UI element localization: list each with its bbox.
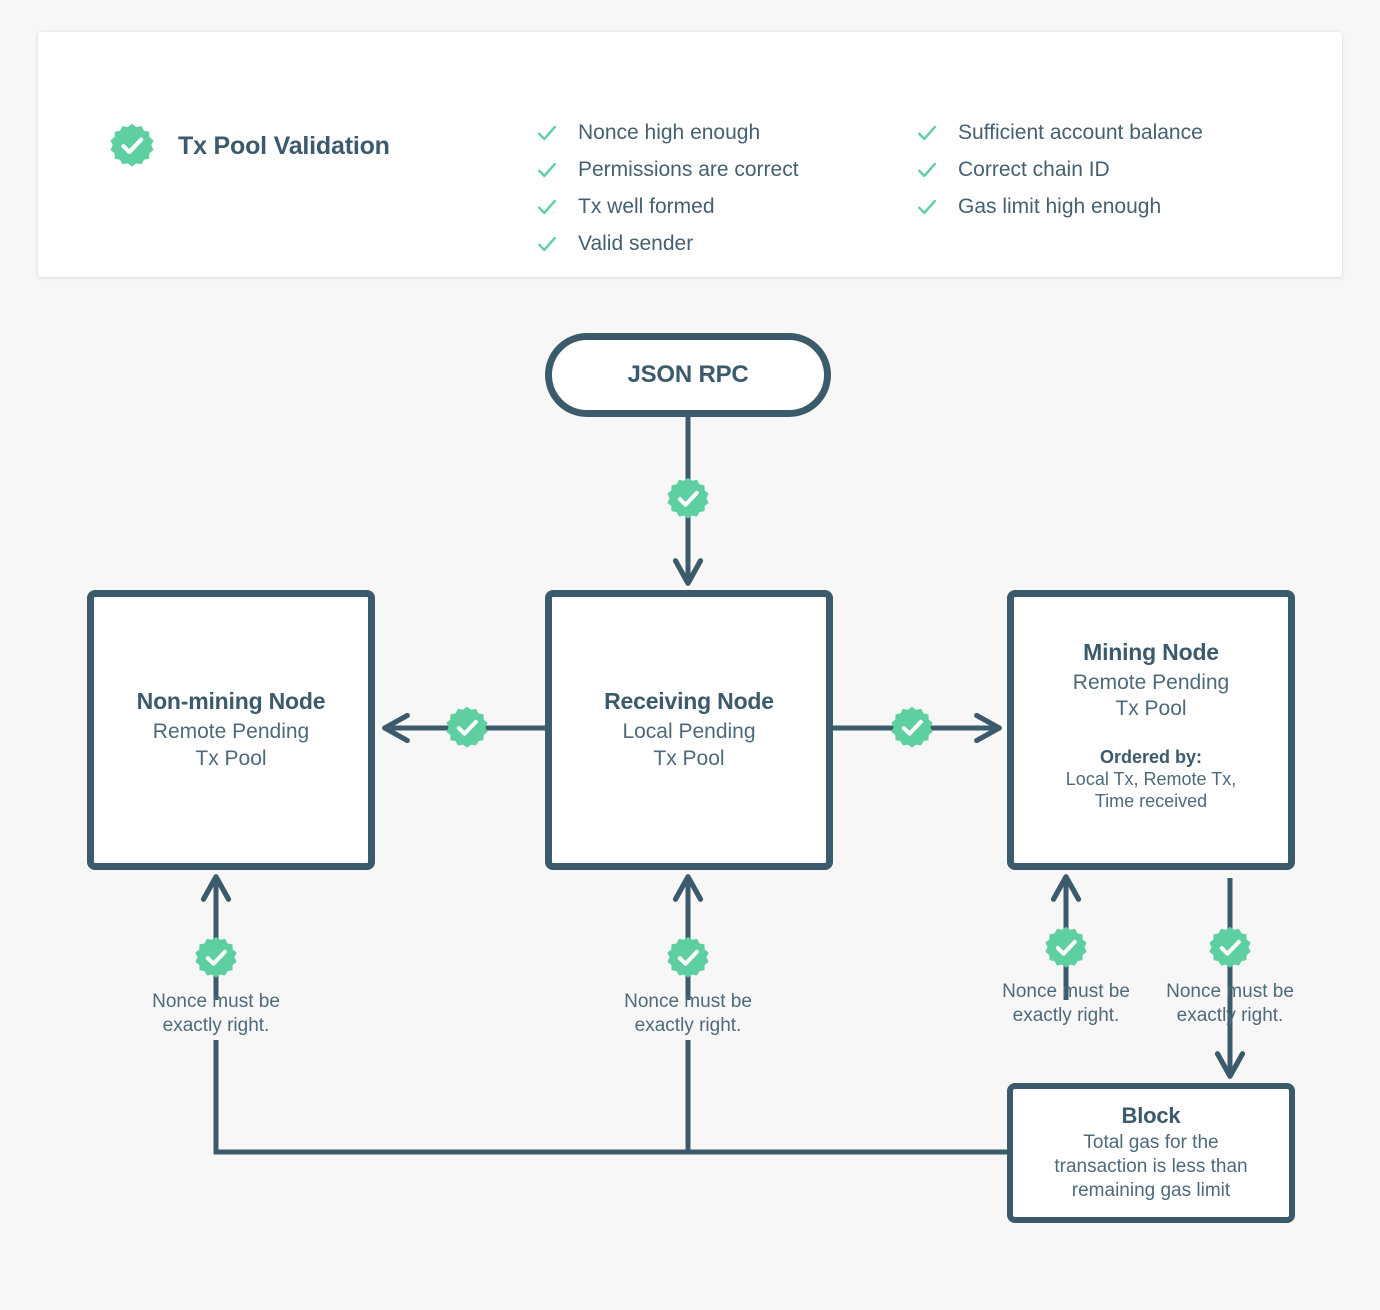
list-item: Sufficient account balance (916, 120, 1203, 146)
check-label: Sufficient account balance (958, 121, 1203, 144)
check-badge-icon (444, 705, 490, 751)
node-subtitle: Remote Pending Tx Pool (1072, 671, 1230, 721)
node-ordered-value: Local Tx, Remote Tx, Time received (1065, 768, 1237, 812)
note-nonce-receiving: Nonce must be exactly right. (624, 991, 752, 1037)
check-icon (916, 196, 938, 218)
check-label: Gas limit high enough (958, 195, 1162, 218)
check-label: Nonce high enough (578, 121, 761, 144)
check-badge-icon (665, 476, 711, 522)
validation-title-group: Tx Pool Validation (108, 122, 390, 170)
node-title: JSON RPC (627, 361, 749, 388)
check-label: Correct chain ID (958, 158, 1110, 181)
tx-pool-validation-card: Tx Pool Validation Nonce high enough Per… (38, 32, 1342, 277)
node-receiving[interactable]: Receiving Node Local Pending Tx Pool (545, 590, 833, 870)
node-title: Mining Node (1083, 639, 1219, 665)
list-item: Valid sender (536, 231, 799, 257)
list-item: Permissions are correct (536, 157, 799, 183)
check-icon (536, 159, 558, 181)
node-subtitle: Local Pending Tx Pool (622, 720, 756, 770)
list-item: Tx well formed (536, 194, 799, 220)
list-item: Gas limit high enough (916, 194, 1203, 220)
check-icon (536, 233, 558, 255)
node-json-rpc[interactable]: JSON RPC (545, 333, 831, 417)
check-icon (916, 122, 938, 144)
node-title: Non-mining Node (136, 688, 326, 715)
node-subtitle: Total gas for the transaction is less th… (1054, 1132, 1248, 1201)
validation-checks-right: Sufficient account balance Correct chain… (916, 120, 1203, 220)
validation-checks-left: Nonce high enough Permissions are correc… (536, 120, 799, 257)
list-item: Correct chain ID (916, 157, 1203, 183)
node-ordered-label: Ordered by: (1099, 746, 1203, 767)
node-mining[interactable]: Mining Node Remote Pending Tx Pool Order… (1007, 590, 1295, 870)
page-title: Tx Pool Validation (178, 131, 390, 160)
note-nonce-non-mining: Nonce must be exactly right. (152, 991, 280, 1037)
check-badge-icon (193, 935, 239, 981)
check-badge-icon (889, 705, 935, 751)
node-title: Receiving Node (604, 688, 774, 715)
node-non-mining[interactable]: Non-mining Node Remote Pending Tx Pool (87, 590, 375, 870)
check-label: Tx well formed (578, 195, 715, 218)
check-icon (536, 122, 558, 144)
check-badge-icon (108, 122, 156, 170)
check-badge-icon (1207, 925, 1253, 971)
check-badge-icon (665, 935, 711, 981)
node-subtitle: Remote Pending Tx Pool (152, 720, 310, 770)
node-title: Block (1121, 1103, 1181, 1129)
check-badge-icon (1043, 925, 1089, 971)
note-nonce-mining: Nonce must be exactly right. (1002, 981, 1130, 1027)
check-icon (916, 159, 938, 181)
list-item: Nonce high enough (536, 120, 799, 146)
check-label: Valid sender (578, 232, 694, 255)
node-block[interactable]: Block Total gas for the transaction is l… (1007, 1083, 1295, 1223)
check-label: Permissions are correct (578, 158, 799, 181)
check-icon (536, 196, 558, 218)
note-nonce-block: Nonce must be exactly right. (1166, 981, 1294, 1027)
